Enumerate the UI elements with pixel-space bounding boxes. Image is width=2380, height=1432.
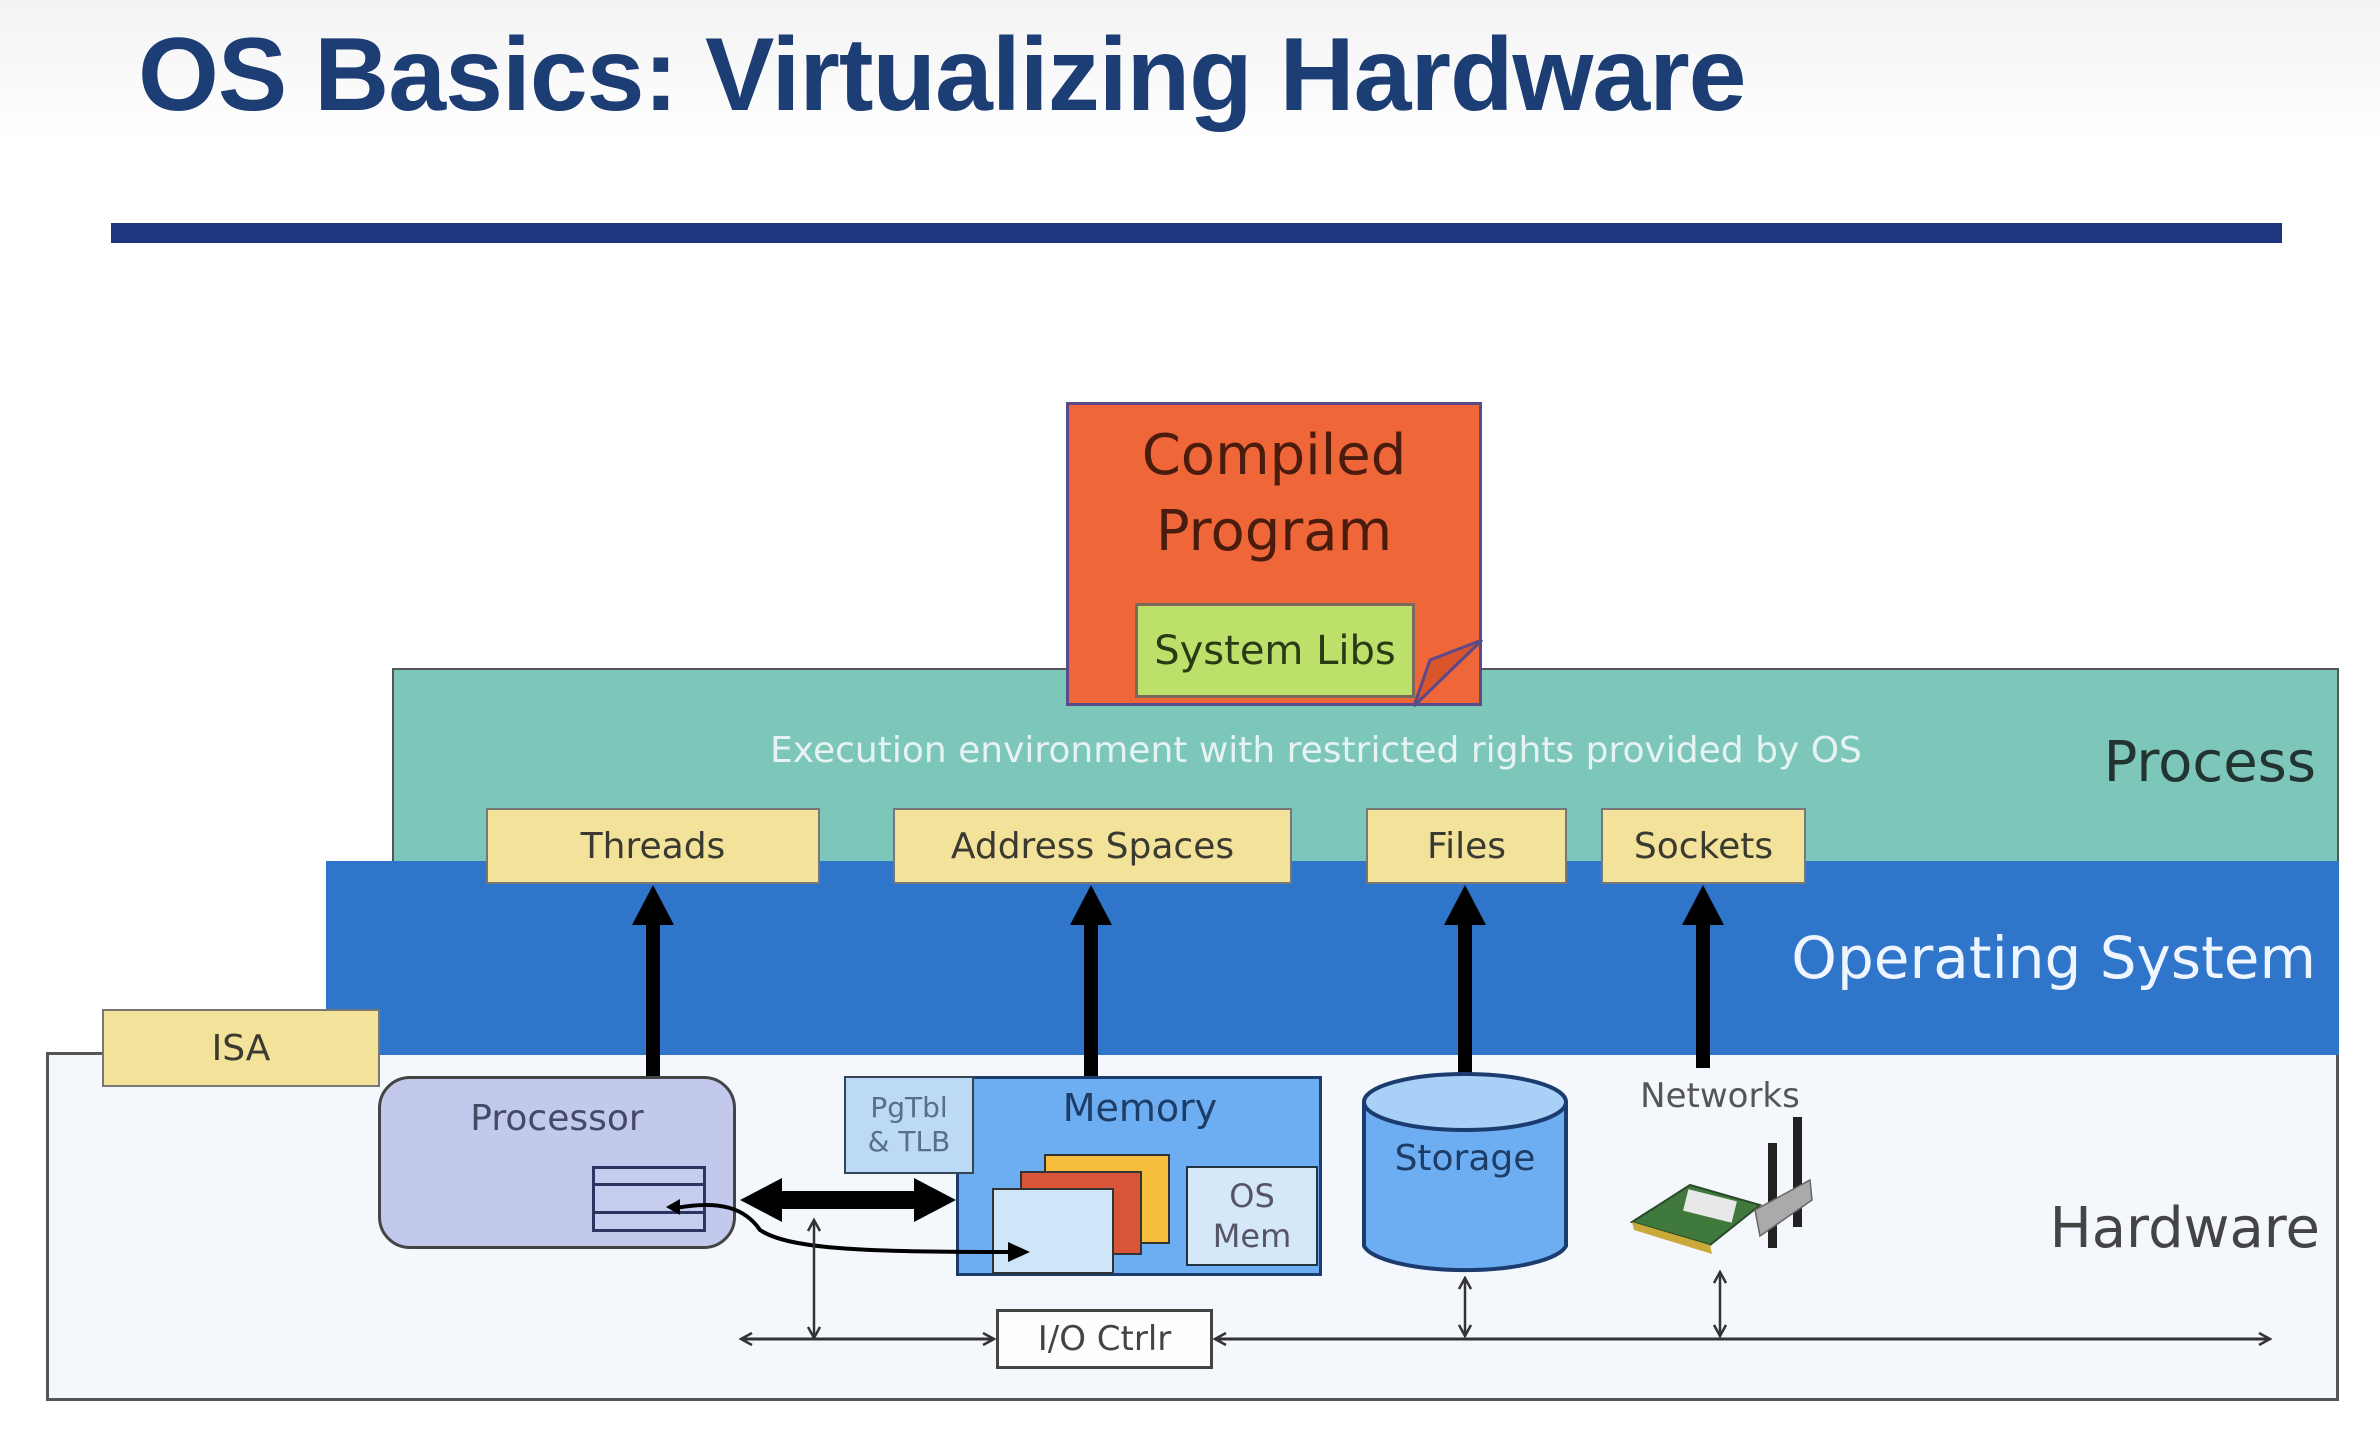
process-label: Process [2103, 730, 2316, 795]
processor-memory-arrow [740, 1178, 956, 1222]
sockets-box: Sockets [1601, 808, 1806, 884]
address-spaces-arrow [1070, 885, 1112, 1076]
title-underline [111, 223, 2282, 243]
operating-system-label: Operating System [1791, 924, 2316, 992]
page-fold-icon [1412, 638, 1484, 708]
files-arrow [1444, 885, 1486, 1076]
network-card-icon [1629, 1117, 1813, 1254]
slide-title: OS Basics: Virtualizing Hardware [138, 17, 1747, 133]
system-libs-box: System Libs [1135, 603, 1415, 698]
register-divider [595, 1183, 703, 1186]
page-table-tlb-box: PgTbl & TLB [844, 1076, 974, 1174]
execution-environment-caption: Execution environment with restricted ri… [770, 730, 1862, 771]
compiled-program-line2: Program [1155, 499, 1393, 564]
data-flow-head-left [666, 1199, 680, 1215]
storage-cylinder-icon [1362, 1072, 1568, 1273]
networks-label: Networks [1640, 1076, 1800, 1116]
hardware-label: Hardware [2049, 1196, 2320, 1261]
threads-arrow [632, 885, 674, 1076]
io-controller-box: I/O Ctrlr [996, 1309, 1213, 1369]
data-flow-curve [675, 1203, 1021, 1254]
sockets-arrow [1682, 885, 1724, 1068]
register-divider [595, 1211, 703, 1214]
processor-label: Processor [470, 1098, 644, 1139]
pgtbl-line2: & TLB [867, 1125, 951, 1158]
compiled-program-line1: Compiled [1141, 423, 1407, 488]
os-memory-box: OS Mem [1186, 1166, 1318, 1266]
isa-box: ISA [102, 1009, 380, 1087]
compiled-program-label: Compiled Program [1066, 418, 1482, 570]
storage-label: Storage [1394, 1138, 1536, 1179]
files-box: Files [1366, 808, 1567, 884]
os-mem-line2: Mem [1212, 1217, 1292, 1255]
os-mem-line1: OS [1229, 1177, 1275, 1215]
register-file-icon [592, 1166, 706, 1232]
address-spaces-box: Address Spaces [893, 808, 1292, 884]
pgtbl-line1: PgTbl [870, 1091, 948, 1124]
threads-box: Threads [486, 808, 820, 884]
operating-system-layer [326, 861, 2339, 1055]
data-flow-head-right [1008, 1242, 1030, 1262]
memory-label: Memory [1062, 1086, 1218, 1130]
